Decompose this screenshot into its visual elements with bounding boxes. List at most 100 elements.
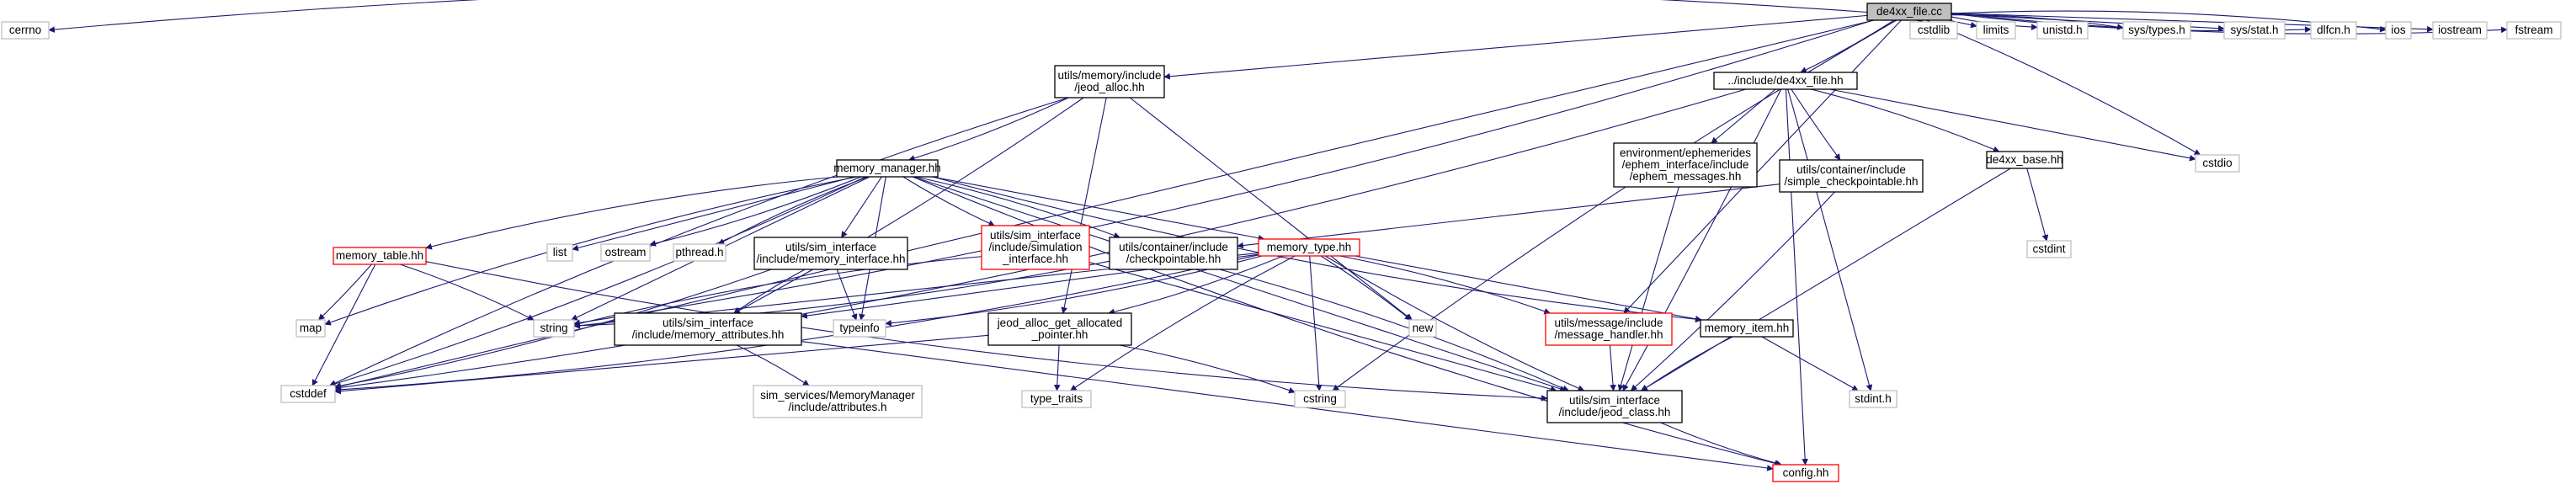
node-label: fstream (2515, 24, 2552, 36)
node-label: ostream (605, 246, 647, 258)
node-label: stdint.h (1855, 392, 1892, 405)
node-cstdlib[interactable]: cstdlib (1909, 21, 1958, 40)
node-iostream[interactable]: iostream (2432, 21, 2488, 40)
node-label: cstddef (290, 387, 327, 400)
node-label: utils/sim_interface (785, 241, 876, 253)
node-memory-type[interactable]: memory_type.hh (1258, 238, 1360, 257)
node-typeinfo[interactable]: typeinfo (833, 319, 886, 338)
node-box (1021, 390, 1092, 408)
edge-de4xx_file_hh-to-stdint (1787, 88, 1873, 391)
node-box (546, 243, 573, 262)
node-box (333, 247, 427, 265)
node-de4xx-file-hh[interactable]: ../include/de4xx_file.hh (1713, 72, 1858, 90)
node-ios[interactable]: ios (2385, 21, 2412, 40)
node-ostream[interactable]: ostream (600, 243, 651, 262)
node-label: typeinfo (839, 322, 879, 334)
node-dlfcn[interactable]: dlfcn.h (2310, 21, 2357, 40)
node-limits[interactable]: limits (1976, 21, 2016, 40)
node-memory-table[interactable]: memory_table.hh (333, 247, 427, 265)
edge-de4xx_base-to-cstdint (2026, 168, 2049, 242)
node-memory-item[interactable]: memory_item.hh (1700, 319, 1794, 338)
node-cerrno[interactable]: cerrno (1, 21, 50, 40)
node-box (1772, 464, 1839, 482)
edge-memory_type-to-memory_item (1355, 255, 1702, 322)
node-config[interactable]: config.hh (1772, 464, 1839, 482)
node-box (1258, 238, 1360, 257)
node-map[interactable]: map (295, 319, 326, 338)
node-pthread[interactable]: pthread.h (673, 243, 726, 262)
node-cstring[interactable]: cstring (1294, 390, 1346, 408)
node-mem-iface[interactable]: utils/sim_interface/include/memory_inter… (753, 237, 908, 270)
node-sim-iface[interactable]: utils/sim_interface/include/simulation_i… (981, 225, 1090, 270)
node-label: cstdint (2032, 242, 2065, 255)
node-root[interactable]: de4xx_file.cc (1866, 3, 1952, 21)
node-systypes[interactable]: sys/types.h (2122, 21, 2191, 40)
node-box (1054, 65, 1165, 98)
node-box (1909, 21, 1958, 40)
node-cstdint[interactable]: cstdint (2026, 240, 2072, 258)
edge-root-to-de4xx_file_hh (1800, 19, 1895, 73)
node-string[interactable]: string (533, 319, 575, 338)
node-ephem[interactable]: environment/ephemerides/ephem_interface/… (1613, 142, 1758, 188)
node-label: sim_services/MemoryManager (760, 389, 915, 402)
node-label: memory_table.hh (336, 249, 423, 262)
node-list[interactable]: list (546, 243, 573, 262)
node-type-traits[interactable]: type_traits (1021, 390, 1092, 408)
node-box (2432, 21, 2488, 40)
node-label: utils/container/include (1796, 163, 1906, 176)
node-label: environment/ephemerides (1620, 146, 1751, 159)
node-label: jeod_alloc_get_allocated (997, 317, 1123, 329)
edge-sim_iface-to-string (573, 256, 982, 327)
node-stdint[interactable]: stdint.h (1849, 390, 1897, 408)
node-attributes[interactable]: sim_services/MemoryManager/include/attri… (753, 385, 923, 418)
node-cstddef[interactable]: cstddef (280, 385, 336, 403)
edge-jeod_class-to-config (1660, 422, 1783, 466)
node-memory-manager[interactable]: memory_manager.hh (833, 159, 941, 178)
edge-memory_table-to-string (399, 263, 535, 321)
node-label: iostream (2438, 24, 2482, 36)
node-msg-handler[interactable]: utils/message/include/message_handler.hh (1545, 312, 1673, 346)
node-get-alloc-ptr[interactable]: jeod_alloc_get_allocated_pointer.hh (987, 312, 1132, 346)
node-label: _pointer.hh (1031, 328, 1088, 341)
edge-ephem-to-jeod_class (1617, 186, 1679, 391)
edge-memory_table-to-jeod_class (425, 261, 1548, 402)
node-new[interactable]: new (1408, 319, 1437, 338)
node-label: _interface.hh (1002, 253, 1068, 265)
node-box (1849, 390, 1897, 408)
edge-memory_manager-to-memory_item (932, 176, 1703, 323)
node-label: de4xx_file.cc (1876, 5, 1942, 18)
edge-memory_type-to-new (1320, 255, 1412, 321)
node-label: sys/stat.h (2230, 24, 2278, 36)
edge-root-to-string (573, 19, 1874, 327)
node-cstdio[interactable]: cstdio (2195, 154, 2240, 173)
node-mem-attrs[interactable]: utils/sim_interface/include/memory_attri… (614, 312, 802, 346)
node-box (2506, 21, 2562, 40)
node-checkpointable[interactable]: utils/container/include/checkpointable.h… (1109, 237, 1238, 270)
node-box (753, 237, 908, 270)
node-box (2122, 21, 2191, 40)
edges-layer (48, 0, 2508, 471)
edge-memory_manager-to-jeod_class (913, 176, 1567, 392)
node-jeod-alloc[interactable]: utils/memory/include/jeod_alloc.hh (1054, 65, 1165, 98)
edge-memory_type-to-msg_handler (1339, 255, 1551, 315)
node-sysstat[interactable]: sys/stat.h (2223, 21, 2286, 40)
node-de4xx-base[interactable]: de4xx_base.hh (1986, 151, 2063, 169)
node-label: new (1413, 322, 1434, 334)
node-label: cstdio (2202, 157, 2232, 169)
edge-memory_type-to-type_traits (1070, 255, 1296, 391)
node-unistd[interactable]: unistd.h (2036, 21, 2089, 40)
node-jeod-class[interactable]: utils/sim_interface/include/jeod_class.h… (1546, 390, 1683, 423)
node-label: map (300, 322, 322, 334)
edge-sim_iface-to-jeod_class (1088, 262, 1557, 392)
node-box (1, 21, 50, 40)
node-simple-ckpt[interactable]: utils/container/include/simple_checkpoin… (1779, 159, 1924, 193)
node-label: ../include/de4xx_file.hh (1727, 74, 1843, 87)
node-box (833, 319, 886, 338)
node-box (1408, 319, 1437, 338)
node-box (295, 319, 326, 338)
node-label: /ephem_messages.hh (1630, 170, 1742, 183)
edge-checkpointable-to-jeod_class (1219, 269, 1570, 391)
edge-get_alloc_ptr-to-cstddef (334, 334, 989, 395)
node-fstream[interactable]: fstream (2506, 21, 2562, 40)
